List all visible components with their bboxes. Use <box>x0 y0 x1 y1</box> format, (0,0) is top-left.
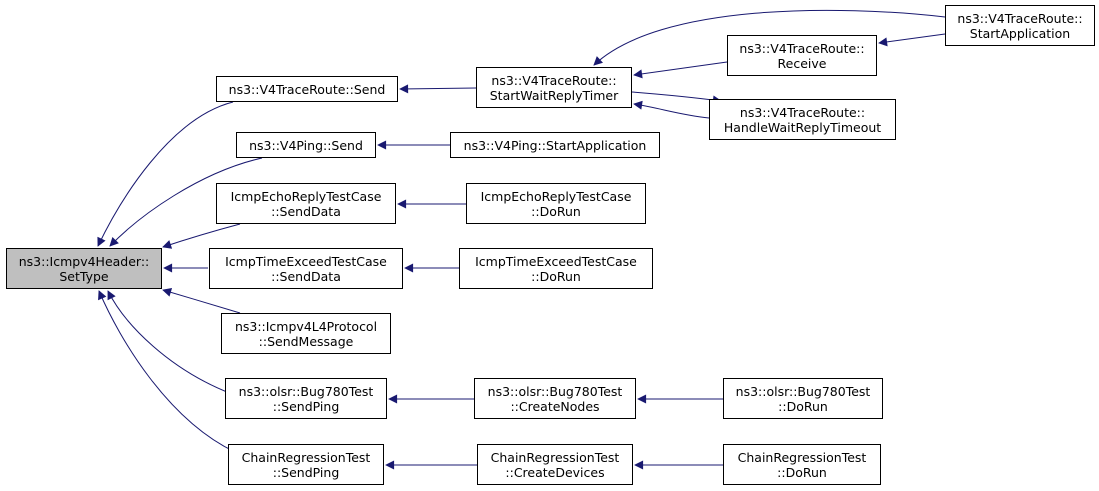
node-v4ping-startapplication[interactable]: ns3::V4Ping::StartApplication <box>450 132 660 158</box>
node-chainregression-dorun[interactable]: ChainRegressionTest ::DoRun <box>723 444 881 485</box>
node-icmpv4header-settype: ns3::Icmpv4Header:: SetType <box>6 248 162 289</box>
node-label-line: ::SendPing <box>272 398 340 414</box>
node-label-line: ::SendMessage <box>258 333 354 349</box>
node-label-line: ns3::V4TraceRoute::Send <box>228 81 386 97</box>
edge-handlewaitreplytimeout-to-startwaitreplytimer <box>633 100 710 119</box>
node-label-line: ::DoRun <box>778 398 828 414</box>
node-label-line: ::SendData <box>271 203 341 219</box>
node-label-line: ns3::olsr::Bug780Test <box>238 383 374 399</box>
node-label-line: IcmpTimeExceedTestCase <box>225 253 387 269</box>
node-label-line: IcmpEchoReplyTestCase <box>230 188 382 204</box>
node-timeexceed-dorun[interactable]: IcmpTimeExceedTestCase ::DoRun <box>459 248 653 289</box>
node-label-line: ns3::V4Ping::Send <box>249 137 363 153</box>
node-label-line: ::SendData <box>271 268 341 284</box>
node-label-line: ns3::V4TraceRoute:: <box>957 10 1083 26</box>
node-label-line: ns3::V4TraceRoute:: <box>491 72 617 88</box>
node-label-line: ns3::V4Ping::StartApplication <box>463 137 647 153</box>
node-echoreply-dorun[interactable]: IcmpEchoReplyTestCase ::DoRun <box>466 183 646 224</box>
node-label-line: ::DoRun <box>531 203 581 219</box>
node-chainregression-sendping[interactable]: ChainRegressionTest ::SendPing <box>228 444 384 485</box>
node-bug780-dorun[interactable]: ns3::olsr::Bug780Test ::DoRun <box>723 378 883 419</box>
node-label-line: Receive <box>777 55 827 71</box>
node-chainregression-createdevices[interactable]: ChainRegressionTest ::CreateDevices <box>477 444 633 485</box>
node-label-line: ::SendPing <box>272 464 340 480</box>
node-label-line: ::DoRun <box>777 464 827 480</box>
node-v4traceroute-handlewaitreplytimeout[interactable]: ns3::V4TraceRoute:: HandleWaitReplyTimeo… <box>709 99 896 140</box>
node-label-line: ns3::V4TraceRoute:: <box>739 104 866 120</box>
node-v4ping-send[interactable]: ns3::V4Ping::Send <box>236 132 376 158</box>
edge-startwaitreplytimer-to-handlewaitreplytimeout <box>631 91 722 105</box>
node-bug780-sendping[interactable]: ns3::olsr::Bug780Test ::SendPing <box>225 378 387 419</box>
edge-v4ping-send-to-settype <box>109 157 263 247</box>
node-label-line: ::DoRun <box>531 268 581 284</box>
node-label-line: IcmpEchoReplyTestCase <box>480 188 632 204</box>
edge-sendmessage-to-settype <box>162 287 241 314</box>
node-v4traceroute-receive[interactable]: ns3::V4TraceRoute:: Receive <box>727 35 877 76</box>
node-label-line: StartApplication <box>969 25 1071 41</box>
node-bug780-createnodes[interactable]: ns3::olsr::Bug780Test ::CreateNodes <box>474 378 636 419</box>
node-label-line: ::CreateNodes <box>510 398 600 414</box>
node-timeexceed-senddata[interactable]: IcmpTimeExceedTestCase ::SendData <box>209 248 403 289</box>
edge-bug780-sendping-to-settype <box>107 290 233 395</box>
node-echoreply-senddata[interactable]: IcmpEchoReplyTestCase ::SendData <box>216 183 396 224</box>
edge-chain-sendping-to-settype <box>98 290 236 453</box>
edge-v4traceroute-send-to-settype <box>97 101 234 247</box>
edge-startwaitreplytimer-to-v4traceroute-send <box>399 84 477 94</box>
edge-v4traceroute-startapp-to-receive <box>878 33 946 47</box>
node-v4traceroute-startwaitreplytimer[interactable]: ns3::V4TraceRoute:: StartWaitReplyTimer <box>476 67 632 108</box>
node-label-line: ns3::Icmpv4Header:: <box>18 253 150 269</box>
edge-receive-to-startwaitreplytimer <box>633 61 728 79</box>
node-label-line: ::CreateDevices <box>505 464 605 480</box>
node-v4traceroute-send[interactable]: ns3::V4TraceRoute::Send <box>216 76 398 102</box>
node-label-line: StartWaitReplyTimer <box>489 87 619 103</box>
node-label-line: SetType <box>59 268 109 284</box>
node-label-line: ChainRegressionTest <box>241 449 371 465</box>
edge-v4traceroute-startapp-to-startwaitreplytimer <box>593 9 946 66</box>
node-label-line: ns3::olsr::Bug780Test <box>735 383 871 399</box>
edge-echo-senddata-to-settype <box>162 223 241 249</box>
node-label-line: IcmpTimeExceedTestCase <box>475 253 637 269</box>
node-label-line: ns3::Icmpv4L4Protocol <box>234 318 378 334</box>
node-label-line: ChainRegressionTest <box>737 449 867 465</box>
node-v4traceroute-startapplication[interactable]: ns3::V4TraceRoute:: StartApplication <box>945 5 1095 46</box>
node-label-line: HandleWaitReplyTimeout <box>723 119 882 135</box>
node-label-line: ns3::olsr::Bug780Test <box>487 383 623 399</box>
node-icmpv4l4protocol-sendmessage[interactable]: ns3::Icmpv4L4Protocol ::SendMessage <box>221 313 391 354</box>
node-label-line: ChainRegressionTest <box>490 449 620 465</box>
node-label-line: ns3::V4TraceRoute:: <box>739 40 865 56</box>
